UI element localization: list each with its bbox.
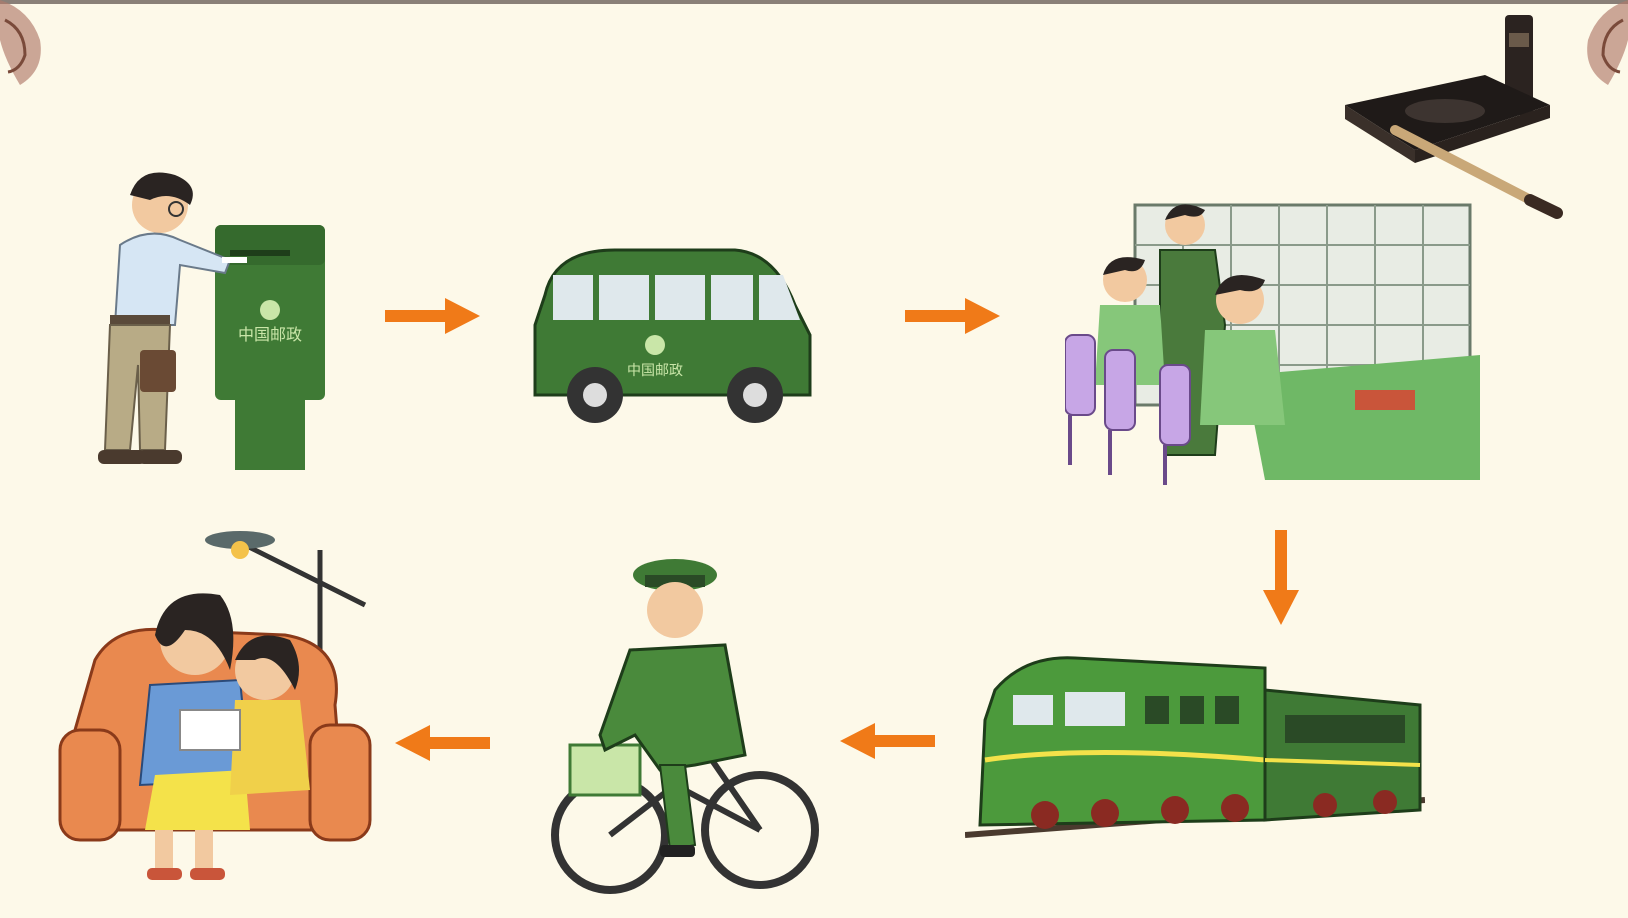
top-border	[0, 0, 1628, 4]
arrow-left-icon	[395, 725, 490, 761]
sorting-office-scene	[1065, 203, 1480, 485]
arrow-down-icon	[1263, 530, 1299, 625]
locomotive-icon	[978, 656, 1267, 827]
arrow-left-icon	[840, 723, 935, 759]
mail-train-scene	[965, 656, 1425, 838]
ornament-corner-left-icon	[0, 0, 41, 85]
inkstone-brush-icon	[1345, 15, 1563, 219]
mail-van-scene: 中国邮政	[533, 248, 812, 423]
family-reading-scene	[58, 531, 372, 880]
arrow-right-icon	[905, 298, 1000, 334]
arrow-right-icon	[385, 298, 480, 334]
mailbox-label: 中国邮政	[238, 325, 302, 344]
van-label: 中国邮政	[627, 363, 683, 379]
letter-icon	[179, 709, 241, 751]
post-letter-scene: 中国邮政	[98, 172, 325, 470]
ornament-corner-right-icon	[1587, 0, 1628, 85]
postman-bicycle-scene	[551, 559, 819, 894]
